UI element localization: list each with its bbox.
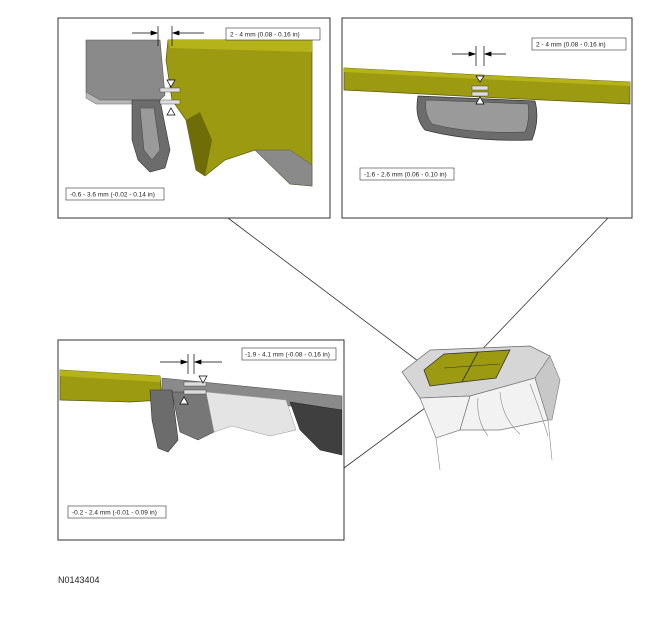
gap-label: -1.9 - 4.1 mm (-0.08 - 0.16 in): [245, 352, 330, 359]
triangle-marker: [475, 75, 485, 83]
triangle-marker: [198, 375, 208, 384]
flush-label-box: [67, 505, 167, 519]
moonroof-rear-glass: [461, 349, 511, 383]
gap-label-box: [241, 347, 337, 361]
detail-panel-top-left: 2 - 4 mm (0.08 - 0.16 in) -0.6 - 3.6 mm …: [57, 17, 331, 219]
triangle-marker: [166, 107, 176, 116]
gap-arrows: [160, 354, 222, 374]
seal-frame: [85, 39, 166, 101]
flush-label: -0.6 - 3.6 mm (-0.02 - 0.14 in): [70, 192, 155, 199]
flush-label: -1.6 - 2.6 mm (0.06 - 0.10 in): [364, 172, 447, 179]
triangle-marker: [179, 396, 189, 405]
vehicle-overview: [401, 345, 561, 471]
detail-panel-top-right: 2 - 4 mm (0.08 - 0.16 in) -1.6 - 2.6 mm …: [341, 17, 633, 219]
detail-panel-bottom-left: -1.9 - 4.1 mm (-0.08 - 0.16 in) -0.2 - 2…: [57, 339, 345, 541]
bracket: [149, 389, 179, 453]
gap-label: 2 - 4 mm (0.08 - 0.16 in): [536, 42, 606, 49]
flush-label-box: [65, 187, 165, 201]
gap-arrows: [132, 26, 204, 46]
figure-id: N0143404: [58, 575, 100, 585]
flush-label: -0.2 - 2.4 mm (-0.01 - 0.09 in): [72, 510, 157, 517]
flush-label-box: [359, 167, 455, 181]
gap-label-box: [225, 27, 321, 41]
triangle-marker: [475, 96, 485, 105]
gap-label: 2 - 4 mm (0.08 - 0.16 in): [230, 32, 300, 39]
triangle-marker: [166, 79, 176, 88]
gap-label-box: [531, 37, 627, 51]
gap-arrows: [452, 46, 506, 66]
